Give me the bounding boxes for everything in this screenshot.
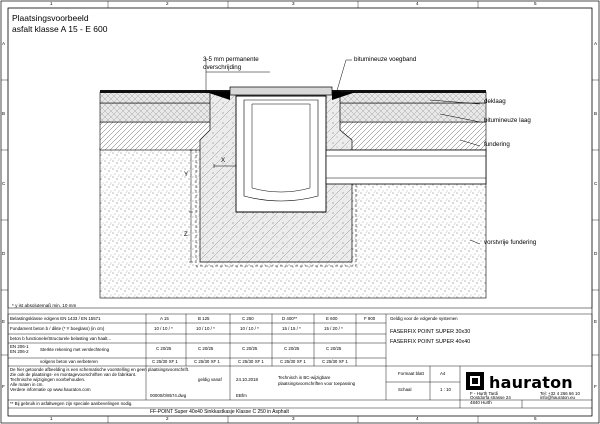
scale-value: 1 : 10 <box>440 387 451 392</box>
hauraton-logo-mark <box>466 372 484 390</box>
hauraton-logo-text: hauraton <box>489 373 573 392</box>
row-letter-f-right: F <box>594 384 597 389</box>
format-value: A4 <box>440 371 446 376</box>
valid-from-value: 24.10.2018 <box>236 377 258 382</box>
system-item-30x30: FASERFIX POINT SUPER 30x30 <box>390 329 471 335</box>
row-letter-a: A <box>2 41 6 46</box>
info-text-1: Technisch in BC-wijzigbare <box>278 375 331 380</box>
scale-label: Schaal <box>398 387 412 392</box>
row-letter-c-right: C <box>594 181 598 186</box>
exposure-a15: C 25/30 XF 1 <box>152 359 178 364</box>
annotation-permanent-line1: 3-5 mm permanente <box>203 56 259 63</box>
row-letter-b: B <box>2 111 6 116</box>
strength-d400: C 20/25 <box>284 346 300 351</box>
col-number-3-bottom: 3 <box>292 416 295 421</box>
strength-c250: C 20/25 <box>242 346 258 351</box>
footnote-absolute: * y ist absolutemaß min. 10 mm <box>12 303 77 308</box>
note-4: Alle maten in cm. <box>10 382 44 387</box>
col-number-2-bottom: 2 <box>166 416 169 421</box>
exposure-c250: C 25/30 XF 1 <box>238 359 264 364</box>
annotation-permanent-line2: overschrijding <box>203 64 242 71</box>
exposure-b125: C 25/30 XF 1 <box>194 359 220 364</box>
contact-line-1: Tel: +32 4 266 66 10 <box>540 391 580 396</box>
outlet-pipe <box>325 149 487 185</box>
row-letter-c: C <box>2 181 6 186</box>
dims-b125: 10 / 10 / * <box>196 326 215 331</box>
annotation-bituminous-layer: bitumineuze laag <box>484 117 531 124</box>
row-letter-e-right: E <box>594 319 598 324</box>
dims-e600: 15 / 20 / * <box>324 326 343 331</box>
format-label: Formaat blatt <box>398 371 424 376</box>
note-2: Zie ook de plaatsings- en montagevoorsch… <box>10 372 137 377</box>
drawing-number: 00000/0/8574.dwg <box>150 393 187 398</box>
system-item-40x40: FASERFIX POINT SUPER 40x40 <box>390 339 471 345</box>
strength-b125: C 20/25 <box>198 346 214 351</box>
dims-d400: 15 / 15 / * <box>282 326 301 331</box>
dimension-y: Y <box>184 171 189 178</box>
dimension-z: Z <box>184 231 188 238</box>
exposure-e600: C 25/30 XF 1 <box>322 359 348 364</box>
class-a15: A 15 <box>160 316 169 321</box>
row-letter-e: E <box>2 319 6 324</box>
row-letter-d-right: D <box>594 251 598 256</box>
grate <box>229 86 333 96</box>
row-letter-b-right: B <box>594 111 598 116</box>
contact-line-2: info@hauraton.eu <box>540 395 575 400</box>
row-head-class: Belastingsklasse volgens EN 1433 / EN 15… <box>10 316 101 321</box>
valid-from-label: geldig vanaf <box>198 377 222 382</box>
col-number-5-bottom: 5 <box>534 416 537 421</box>
class-d400: D 400** <box>282 316 298 321</box>
row-head-concrete: volgens beton van verbeteren <box>40 359 98 364</box>
row-head-dimensions: Fundament beton b / dikte (* Y boeglass)… <box>10 326 105 331</box>
row-letter-d: D <box>2 251 6 256</box>
note-5: Verdere informatie op www.hauraton.com <box>10 387 91 392</box>
row-head-load: beton b functionele/Structurele belastin… <box>10 336 112 341</box>
dims-a15: 10 / 10 / * <box>154 326 173 331</box>
systems-heading: Geldig voor de volgende systemen <box>390 316 458 321</box>
row-head-en206-2: EN 206-2 <box>10 349 29 354</box>
note-3: Technische wijzigingen voorbehouden. <box>10 377 86 382</box>
annotation-frost-free: vorstvrije fundering <box>484 239 537 246</box>
info-text-2: plaatsingsvoorschriften voor toepassing <box>278 381 356 386</box>
row-letter-f: F <box>2 384 5 389</box>
row-head-en206-1: EN 206-1 <box>10 344 29 349</box>
col-number-4: 4 <box>416 1 419 6</box>
strength-e600: C 20/25 <box>326 346 342 351</box>
drawn-by: EBfm <box>236 393 247 398</box>
drawing-title-line2: asfalt klasse A 15 - E 600 <box>12 24 108 34</box>
row-letter-a-right: A <box>594 41 598 46</box>
company-line-3: 4840 Hurth <box>470 400 492 405</box>
footer-title: FF-POINT Super 40x40 Sinkkastkasje Klass… <box>150 409 289 415</box>
exposure-d400: C 25/30 XF 1 <box>280 359 306 364</box>
class-e600: E 600 <box>326 316 338 321</box>
hauraton-logo: hauraton <box>468 373 573 392</box>
footnote-asphalt: ** Bij gebruik in asfaltwegen zijn speci… <box>10 401 133 406</box>
col-number-5: 5 <box>534 1 537 6</box>
class-f900: F 900 <box>364 316 376 321</box>
strength-a15: C 20/25 <box>156 346 172 351</box>
company-line-2: Oostdorfa strasse 24 <box>470 395 511 400</box>
note-1: De hier getoonde afbeelding is een schem… <box>10 367 190 372</box>
annotation-deklaag: deklaag <box>484 98 506 105</box>
col-number-4-bottom: 4 <box>416 416 419 421</box>
drawing-title-line1: Plaatsingsvoorbeeld <box>12 13 89 23</box>
dimension-x: X <box>221 157 226 164</box>
annotation-voegband: bitumineuze voegband <box>354 56 417 63</box>
annotation-fundering: fundering <box>484 141 510 148</box>
dims-c250: 10 / 10 / * <box>240 326 259 331</box>
class-b125: B 125 <box>198 316 210 321</box>
col-number-2: 2 <box>166 1 169 6</box>
col-number-3: 3 <box>292 1 295 6</box>
class-c250: C 250 <box>242 316 254 321</box>
row-head-strength: Sterkte rekening met verslechtering <box>40 347 110 352</box>
col-number-1-bottom: 1 <box>50 416 53 421</box>
company-line-1: F - Hurth Tardi <box>470 391 498 396</box>
col-number-1: 1 <box>50 1 53 6</box>
